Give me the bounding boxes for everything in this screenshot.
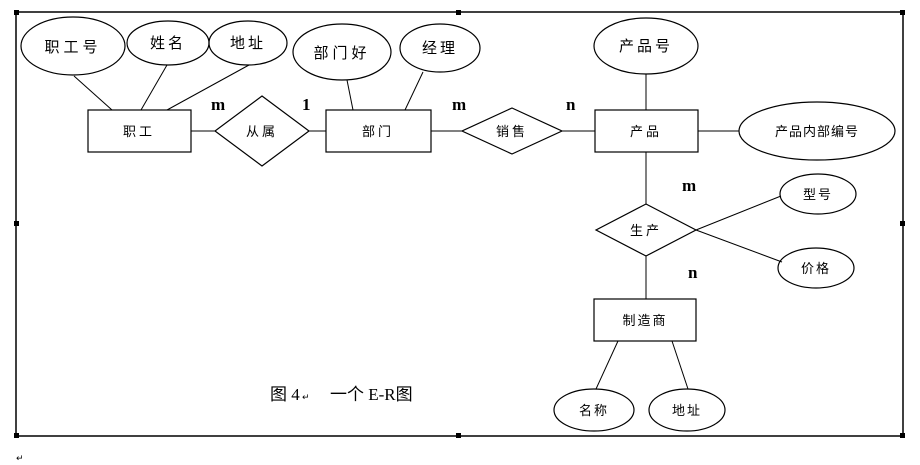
- attribute-product-internal-id: 产品内部编号: [738, 101, 896, 161]
- caption-title: 一个 E-R图: [330, 385, 413, 404]
- entity-employee: 职工: [87, 109, 192, 153]
- resize-handles[interactable]: [14, 10, 905, 438]
- svg-text:职工: 职工: [123, 125, 155, 140]
- relationship-belongs: 从属: [213, 95, 311, 167]
- cardinality-label: m: [682, 176, 696, 195]
- attribute-address: 地址: [208, 20, 288, 66]
- svg-text:产品: 产品: [630, 125, 662, 140]
- cardinality-label: m: [211, 95, 225, 114]
- attribute-product-id: 产品号: [593, 17, 699, 75]
- relationship-sales: 销售: [460, 107, 564, 155]
- cardinality-label: 1: [302, 95, 311, 114]
- svg-text:地址: 地址: [230, 34, 266, 52]
- cardinality-label: m: [452, 95, 466, 114]
- attribute-manufacturer-address: 地址: [648, 388, 726, 432]
- attribute-employee-id: 职工号: [20, 16, 126, 76]
- attribute-manager: 经理: [399, 23, 481, 73]
- attribute-price: 价格: [777, 247, 855, 289]
- caption-figure-number: 图 4: [270, 385, 300, 404]
- svg-text:价格: 价格: [801, 261, 831, 277]
- svg-text:从属: 从属: [246, 125, 278, 140]
- svg-text:型号: 型号: [803, 188, 833, 203]
- svg-text:产品内部编号: 产品内部编号: [775, 124, 859, 140]
- svg-text:地址: 地址: [672, 404, 702, 419]
- attribute-model: 型号: [779, 173, 857, 215]
- attribute-manufacturer-name: 名称: [553, 388, 635, 432]
- svg-text:制造商: 制造商: [622, 314, 667, 329]
- svg-text:姓名: 姓名: [150, 34, 186, 52]
- svg-text:职工号: 职工号: [44, 38, 101, 56]
- caption-paragraph-mark: ↵: [302, 393, 310, 403]
- svg-text:名称: 名称: [579, 403, 609, 419]
- frame: [15, 11, 904, 437]
- svg-text:生产: 生产: [630, 224, 662, 239]
- paragraph-mark: ↵: [16, 454, 24, 464]
- cardinality-label: n: [566, 95, 576, 114]
- svg-text:经理: 经理: [422, 39, 458, 57]
- entity-department: 部门: [325, 109, 432, 153]
- svg-text:销售: 销售: [496, 124, 528, 140]
- attribute-name: 姓名: [126, 20, 210, 66]
- entity-manufacturer: 制造商: [593, 298, 697, 342]
- attribute-department-id: 部门好: [292, 23, 392, 81]
- cardinality-label: n: [688, 263, 698, 282]
- svg-text:部门好: 部门好: [313, 44, 370, 62]
- svg-text:产品号: 产品号: [619, 37, 673, 55]
- svg-text:部门: 部门: [362, 125, 394, 140]
- entity-product: 产品: [594, 109, 699, 153]
- relationship-produce: 生产: [594, 203, 698, 257]
- connectors: [73, 64, 783, 390]
